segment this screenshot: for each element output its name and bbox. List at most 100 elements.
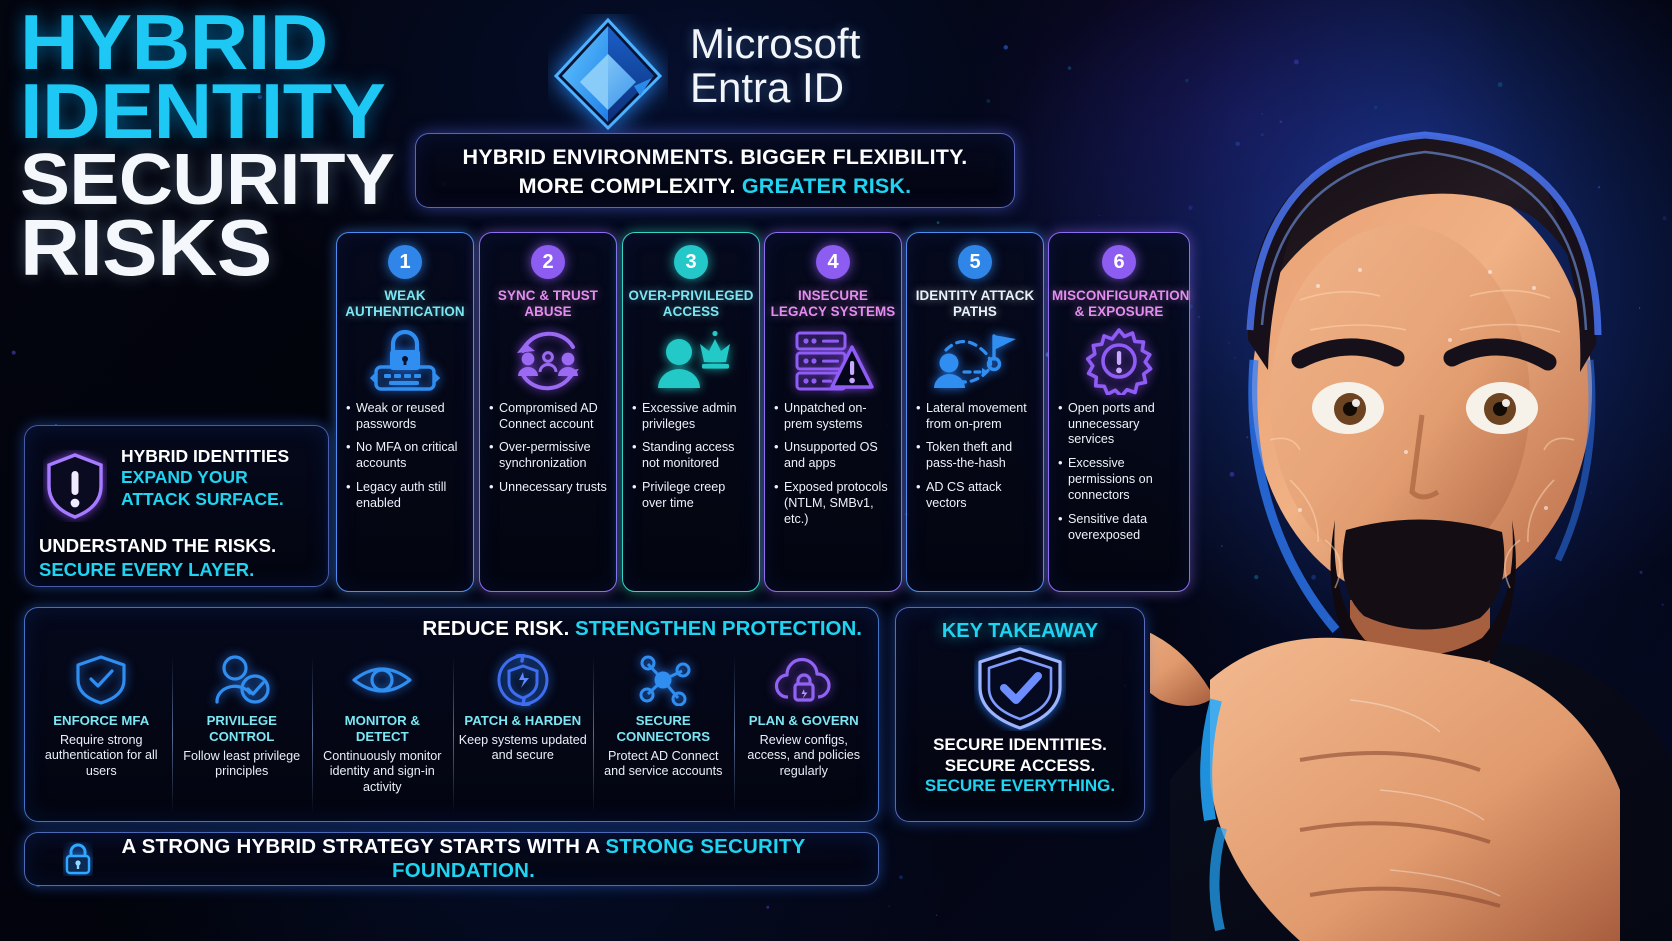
- risk-bullet: Unsupported OS and apps: [774, 439, 894, 472]
- key-takeaway-panel: KEY TAKEAWAY SECURE IDENTITIES. SECURE A…: [895, 607, 1145, 822]
- callout-heading-line-2: EXPAND YOUR ATTACK SURFACE.: [121, 467, 284, 509]
- risk-bullet: Exposed protocols (NTLM, SMBv1, etc.): [774, 479, 894, 528]
- risk-number-badge: 3: [674, 245, 708, 279]
- risk-title: INSECURE LEGACY SYSTEMS: [770, 288, 896, 320]
- risk-bullet: Compromised AD Connect account: [489, 400, 609, 433]
- mitigation-title: PATCH & HARDEN: [464, 713, 582, 728]
- mitigation-desc: Require strong authentication for all us…: [44, 732, 158, 779]
- attack-surface-callout: HYBRID IDENTITIES EXPAND YOUR ATTACK SUR…: [24, 425, 329, 587]
- footer-text-a: A STRONG HYBRID STRATEGY STARTS WITH A: [121, 835, 606, 858]
- mitigation-grid: ENFORCE MFA Require strong authentication…: [31, 652, 874, 817]
- title-line-4: RISKS: [20, 202, 272, 292]
- banner-line-2b: GREATER RISK.: [741, 174, 912, 198]
- risk-bullet: No MFA on critical accounts: [346, 439, 466, 472]
- risk-title: SYNC & TRUST ABUSE: [497, 288, 599, 320]
- brand-name: Microsoft Entra ID: [690, 20, 861, 112]
- mitigation-item[interactable]: PLAN & GOVERN Review configs, access, and…: [733, 652, 875, 817]
- mitigation-heading-b: STRENGTHEN PROTECTION.: [574, 617, 862, 640]
- callout-subtext-line-2: SECURE EVERY LAYER.: [39, 558, 255, 580]
- risk-number-badge: 5: [958, 245, 992, 279]
- server-warning-icon: [765, 327, 901, 395]
- lock-icon: [63, 842, 93, 876]
- brand-line-1: Microsoft: [690, 20, 861, 67]
- callout-subtext: UNDERSTAND THE RISKS. SECURE EVERY LAYER…: [39, 534, 324, 581]
- risk-bullet: Excessive admin privileges: [632, 400, 752, 433]
- risk-title: IDENTITY ATTACK PATHS: [915, 288, 1035, 320]
- risk-bullet: Excessive permissions on connectors: [1058, 455, 1182, 504]
- key-takeaway-line-3: SECURE EVERYTHING.: [924, 776, 1116, 796]
- risk-title: WEAK AUTHENTICATION: [345, 288, 465, 320]
- risk-title: OVER-PRIVILEGED ACCESS: [628, 288, 754, 320]
- mitigation-title: ENFORCE MFA: [53, 713, 150, 728]
- mitigation-heading-a: REDUCE RISK.: [422, 617, 575, 640]
- callout-subtext-line-1: UNDERSTAND THE RISKS.: [39, 535, 277, 556]
- risk-bullet: Legacy auth still enabled: [346, 479, 466, 512]
- eye-icon: [317, 652, 448, 708]
- cloud-lock-icon: [739, 652, 870, 708]
- title-line-1: HYBRID: [20, 0, 328, 86]
- title-line-2: IDENTITY: [20, 66, 386, 155]
- risk-bullet: Unnecessary trusts: [489, 479, 609, 496]
- lateral-movement-flag-icon: [907, 327, 1043, 395]
- mitigation-desc: Protect AD Connect and service accounts: [604, 748, 723, 779]
- risk-number-badge: 2: [531, 245, 565, 279]
- risk-bullet-list: Compromised AD Connect accountOver-permi…: [480, 400, 616, 496]
- mitigation-heading: REDUCE RISK. STRENGTHEN PROTECTION.: [422, 617, 862, 641]
- gear-exclamation-icon: [1049, 327, 1189, 395]
- shield-exclamation-icon: [43, 450, 107, 522]
- risk-title: MISCONFIGURATION & EXPOSURE: [1052, 288, 1190, 320]
- mitigation-title: PRIVILEGE CONTROL: [206, 713, 277, 744]
- banner-line-2a: MORE COMPLEXITY.: [518, 174, 742, 198]
- risk-bullet-list: Weak or reused passwordsNo MFA on critic…: [337, 400, 473, 512]
- banner-line-2: MORE COMPLEXITY. GREATER RISK.: [416, 174, 1014, 199]
- mitigation-title: PLAN & GOVERN: [748, 713, 859, 728]
- key-takeaway-lines: SECURE IDENTITIES. SECURE ACCESS. SECURE…: [896, 735, 1144, 797]
- footer-text-b: STRONG SECURITY FOUNDATION.: [391, 835, 806, 882]
- footer-banner: A STRONG HYBRID STRATEGY STARTS WITH A S…: [24, 832, 879, 886]
- callout-heading: HYBRID IDENTITIES EXPAND YOUR ATTACK SUR…: [121, 446, 321, 510]
- shield-check-icon: [36, 652, 167, 708]
- risk-bullet: Standing access not monitored: [632, 439, 752, 472]
- mitigation-title: SECURE CONNECTORS: [616, 713, 711, 744]
- risk-number-badge: 1: [388, 245, 422, 279]
- users-sync-icon: [480, 327, 616, 395]
- page-title: HYBRID IDENTITY SECURITY RISKS: [20, 3, 395, 287]
- risk-bullet: Open ports and unnecessary services: [1058, 400, 1182, 449]
- network-nodes-icon: [598, 652, 729, 708]
- user-crown-icon: [623, 327, 759, 395]
- key-takeaway-line-2: SECURE ACCESS.: [944, 755, 1096, 775]
- footer-text: A STRONG HYBRID STRATEGY STARTS WITH A S…: [93, 835, 878, 883]
- risk-bullet: Lateral movement from on-prem: [916, 400, 1036, 433]
- risk-bullet-list: Excessive admin privilegesStanding acces…: [623, 400, 759, 512]
- risk-bullet-list: Lateral movement from on-premToken theft…: [907, 400, 1043, 512]
- risk-bullet: Privilege creep over time: [632, 479, 752, 512]
- risk-bullet-list: Unpatched on-prem systemsUnsupported OS …: [765, 400, 901, 528]
- user-check-icon: [177, 652, 308, 708]
- mitigation-item[interactable]: ENFORCE MFA Require strong authentication…: [31, 652, 172, 817]
- risk-bullet: AD CS attack vectors: [916, 479, 1036, 512]
- key-takeaway-line-1: SECURE IDENTITIES.: [933, 735, 1107, 754]
- shield-refresh-icon: [458, 652, 589, 708]
- risk-bullet: Over-permissive synchronization: [489, 439, 609, 472]
- risk-bullet-list: Open ports and unnecessary servicesExces…: [1049, 400, 1189, 544]
- mitigation-desc: Review configs, access, and policies reg…: [747, 732, 861, 779]
- brand-line-2: Entra ID: [690, 64, 845, 112]
- shield-check-double-icon: [896, 645, 1144, 731]
- portrait-image: [1150, 0, 1672, 941]
- mitigation-item[interactable]: SECURE CONNECTORS Protect AD Connect and …: [593, 652, 734, 817]
- mitigation-panel: REDUCE RISK. STRENGTHEN PROTECTION. ENFO…: [24, 607, 879, 822]
- padlock-keyboard-icon: [337, 327, 473, 395]
- mitigation-desc: Continuously monitor identity and sign-i…: [323, 748, 442, 794]
- microsoft-entra-id-logo-icon: [548, 14, 668, 134]
- risk-number-badge: 4: [816, 245, 850, 279]
- hero-banner: HYBRID ENVIRONMENTS. BIGGER FLEXIBILITY.…: [415, 133, 1015, 208]
